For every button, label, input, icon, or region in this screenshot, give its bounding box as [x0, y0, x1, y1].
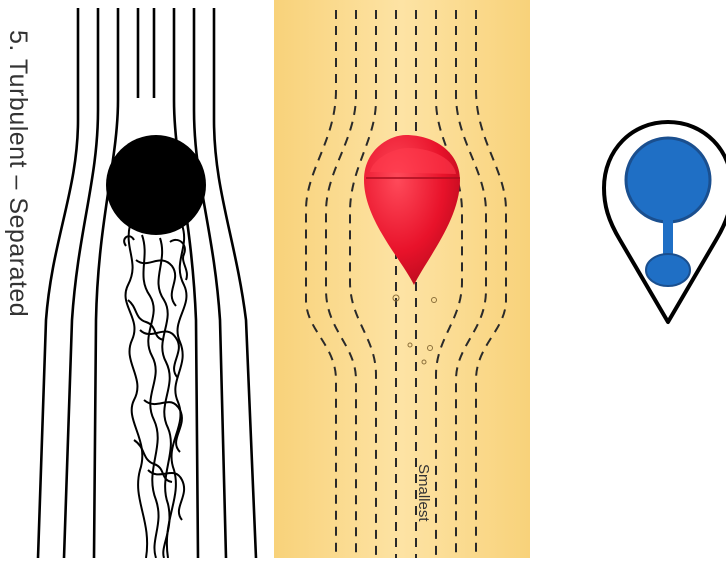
map-pin-icon — [560, 0, 726, 558]
streamline — [194, 8, 226, 558]
streamlined-flow-panel: Smallest — [274, 0, 530, 558]
streamline — [214, 8, 256, 558]
turbulent-flow-panel: 5. Turbulent – Separated — [0, 0, 270, 558]
turbulent-wake — [124, 225, 187, 558]
streamlined-flow-diagram — [274, 0, 530, 558]
smallest-label: Smallest — [414, 464, 434, 554]
flow-background — [274, 0, 530, 558]
turbulent-flow-diagram — [0, 0, 270, 558]
pin-icon-panel — [560, 0, 726, 558]
sphere — [106, 135, 206, 235]
pin-head-circle — [626, 138, 710, 222]
streamline — [38, 8, 78, 558]
turbulent-caption: 5. Turbulent – Separated — [2, 30, 36, 500]
pin-base-ellipse — [646, 254, 690, 286]
streamline — [64, 8, 98, 558]
